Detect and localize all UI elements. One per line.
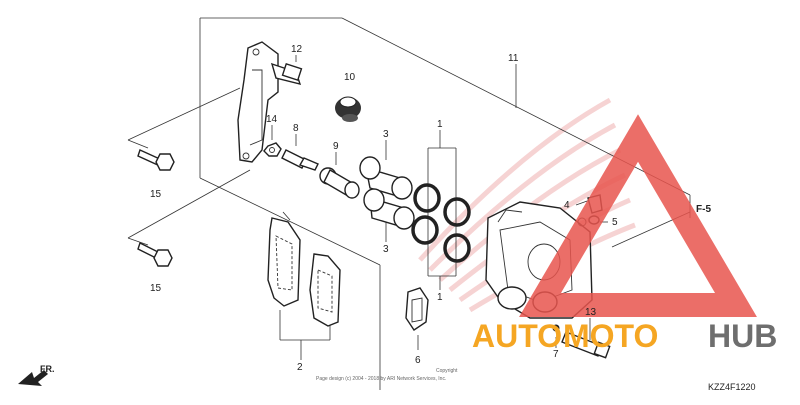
bolt-13 xyxy=(561,331,611,359)
cap-7 xyxy=(552,324,560,332)
brake-pad-2-left xyxy=(267,217,301,307)
callout-1-top: 1 xyxy=(437,119,443,130)
piston-seals-1 xyxy=(411,183,471,263)
front-label: FR. xyxy=(40,364,55,374)
callout-15-top: 15 xyxy=(150,189,162,200)
front-arrow-icon: FR. xyxy=(18,364,55,386)
bleeder-bolt-8 xyxy=(281,149,319,171)
piston-3-upper xyxy=(359,156,413,200)
nut-14 xyxy=(263,142,282,157)
brake-pad-2-right xyxy=(309,253,341,327)
pin-bolt-12 xyxy=(270,62,303,85)
callout-12: 12 xyxy=(291,44,303,55)
copyright-line1: Copyright xyxy=(436,368,458,374)
piston-3-lower xyxy=(363,188,415,230)
callout-13: 13 xyxy=(585,307,597,318)
automotohub-logo: AUTO MOTO HUB xyxy=(472,114,777,354)
logo-word-auto: AUTO xyxy=(472,318,562,354)
callout-1-bottom: 1 xyxy=(437,292,443,303)
leader-lines xyxy=(127,55,691,360)
callout-3-bottom: 3 xyxy=(383,244,389,255)
callout-15-bottom: 15 xyxy=(150,283,162,294)
callout-5: 5 xyxy=(612,217,618,228)
callout-2: 2 xyxy=(297,362,303,373)
callout-9: 9 xyxy=(333,141,339,152)
copyright-line2: Page design (c) 2004 - 2018 by ARI Netwo… xyxy=(316,376,446,382)
callout-4: 4 xyxy=(564,200,570,211)
mounting-bolt-15-lower xyxy=(137,242,173,267)
boot-10 xyxy=(335,96,361,122)
ref-label-f5: F-5 xyxy=(696,204,711,215)
callout-3-top: 3 xyxy=(383,129,389,140)
callout-11: 11 xyxy=(508,53,519,64)
callout-7: 7 xyxy=(553,349,559,360)
callout-14: 14 xyxy=(266,114,278,125)
callout-10: 10 xyxy=(344,72,356,83)
caliper-bracket xyxy=(237,41,279,163)
logo-word-hub: HUB xyxy=(708,318,777,354)
callout-8: 8 xyxy=(293,123,299,134)
diagram-code: KZZ4F1220 xyxy=(708,382,756,392)
mounting-bolt-15-upper xyxy=(137,149,175,171)
slide-pin-9 xyxy=(319,167,360,199)
callout-numbers: 12 10 11 14 8 9 3 3 1 1 15 15 2 6 4 5 7 … xyxy=(150,44,711,373)
logo-word-moto: MOTO xyxy=(563,318,658,354)
pad-spring-6 xyxy=(405,287,429,331)
callout-6: 6 xyxy=(415,355,421,366)
